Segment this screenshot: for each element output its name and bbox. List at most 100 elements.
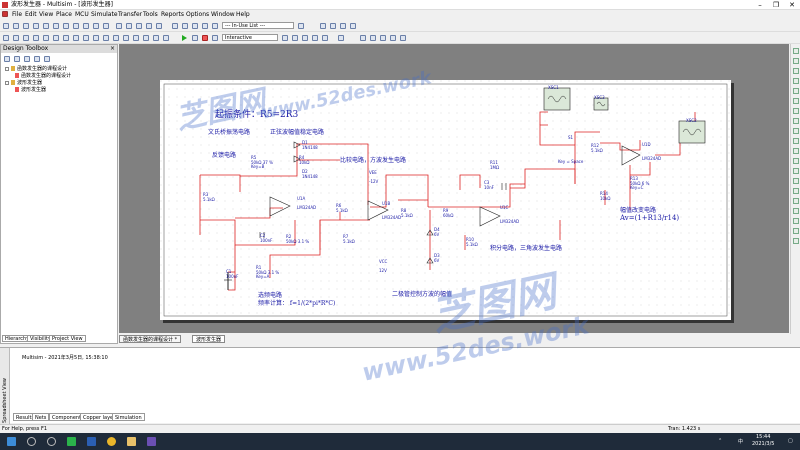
probe-bus-icon[interactable] [370,35,376,41]
bus-icon[interactable] [163,35,169,41]
back-annotate-icon[interactable] [350,23,356,29]
spectrum-analyzer-icon[interactable] [793,168,799,174]
place-diode-icon[interactable] [23,35,29,41]
new-design-icon[interactable] [4,56,10,62]
analysis-icon[interactable] [212,35,218,41]
pause-simulation-icon[interactable] [192,35,198,41]
place-mixed-icon[interactable] [83,35,89,41]
file-explorer-icon[interactable] [127,437,136,446]
place-ttl-icon[interactable] [53,35,59,41]
undo-icon[interactable] [93,23,99,29]
database-icon[interactable] [202,23,208,29]
design-toolbox-toggle-icon[interactable] [172,23,178,29]
chrome-icon[interactable] [107,437,116,446]
search-icon[interactable] [27,437,36,446]
menu-edit[interactable]: Edit [25,11,37,18]
place-mcu-icon[interactable] [143,35,149,41]
inuse-list-select[interactable]: --- In-Use List --- [222,22,294,29]
stop-simulation-icon[interactable] [202,35,208,41]
place-transistor-icon[interactable] [33,35,39,41]
tree-item-sheet1[interactable]: 函数发生器的课程设计 [15,73,71,79]
close-design-icon[interactable] [34,56,40,62]
menu-simulate[interactable]: Simulate [91,11,118,18]
labview-instrument-icon[interactable] [793,228,799,234]
tab-project-view[interactable]: Project View [49,335,86,342]
sheet-tab-design2[interactable]: 波形发生器 [192,335,226,343]
probe-temp-icon[interactable] [380,35,386,41]
menu-help[interactable]: Help [236,11,250,18]
spreadsheet-side-handle[interactable]: Spreadsheet View [0,348,10,424]
print-preview-icon[interactable] [53,23,59,29]
place-rf-icon[interactable] [123,35,129,41]
hierarchy-view-icon[interactable] [44,56,50,62]
logic-converter-icon[interactable] [793,128,799,134]
minimize-button[interactable]: – [758,1,762,9]
simulation-mode-select[interactable]: Interactive [222,34,278,41]
sheet-tab-design1[interactable]: 函数发生器的课程设计 * [119,335,182,343]
cut-icon[interactable] [63,23,69,29]
postprocessor-icon[interactable] [330,23,336,29]
place-basic-icon[interactable] [13,35,19,41]
fullscreen-icon[interactable] [116,23,122,29]
place-analog-icon[interactable] [43,35,49,41]
probe-reference-icon[interactable] [322,35,328,41]
open-icon[interactable] [13,23,19,29]
run-simulation-icon[interactable] [182,35,187,41]
distortion-analyzer-icon[interactable] [793,158,799,164]
tab-simulation[interactable]: Simulation [112,413,145,421]
word-icon[interactable] [87,437,96,446]
maximize-button[interactable]: ❐ [772,1,780,9]
close-window-button[interactable]: ✕ [789,1,795,9]
vee-label[interactable]: VEE-12V [369,170,379,184]
probe-power-icon[interactable] [302,35,308,41]
place-source-icon[interactable] [3,35,9,41]
open-design-icon[interactable] [14,56,20,62]
agilent-multimeter-icon[interactable] [793,198,799,204]
help-icon[interactable] [298,23,304,29]
network-analyzer-icon[interactable] [793,178,799,184]
network-icon[interactable]: ⌃ [718,438,723,444]
current-probe-icon[interactable] [793,238,799,244]
xsc1-label[interactable]: XSC1 [548,85,559,90]
probe-differential-icon[interactable] [312,35,318,41]
zoom-out-icon[interactable] [136,23,142,29]
sim-list-icon[interactable] [192,23,198,29]
close-icon[interactable]: × [109,45,115,52]
zoom-fit-icon[interactable] [156,23,162,29]
logic-analyzer-icon[interactable] [793,138,799,144]
print-icon[interactable] [43,23,49,29]
wattmeter-icon[interactable] [793,68,799,74]
redo-icon[interactable] [103,23,109,29]
menu-transfer[interactable]: Transfer [118,11,143,18]
component-wizard-icon[interactable] [212,23,218,29]
probe-manage-icon[interactable] [400,35,406,41]
notification-icon[interactable]: ▢ [788,438,793,444]
copy-icon[interactable] [73,23,79,29]
menu-options[interactable]: Options [186,11,210,18]
schematic-sheet[interactable]: 起振条件：R5=2R3 文氏桥振荡电路 正弦波幅值稳定电路 反馈电路 比较电路，… [160,80,731,320]
oscilloscope-icon[interactable] [793,78,799,84]
tab-nets[interactable]: Nets [32,413,50,421]
task-view-icon[interactable] [47,437,56,446]
probe-current-icon[interactable] [292,35,298,41]
place-indicator-icon[interactable] [93,35,99,41]
